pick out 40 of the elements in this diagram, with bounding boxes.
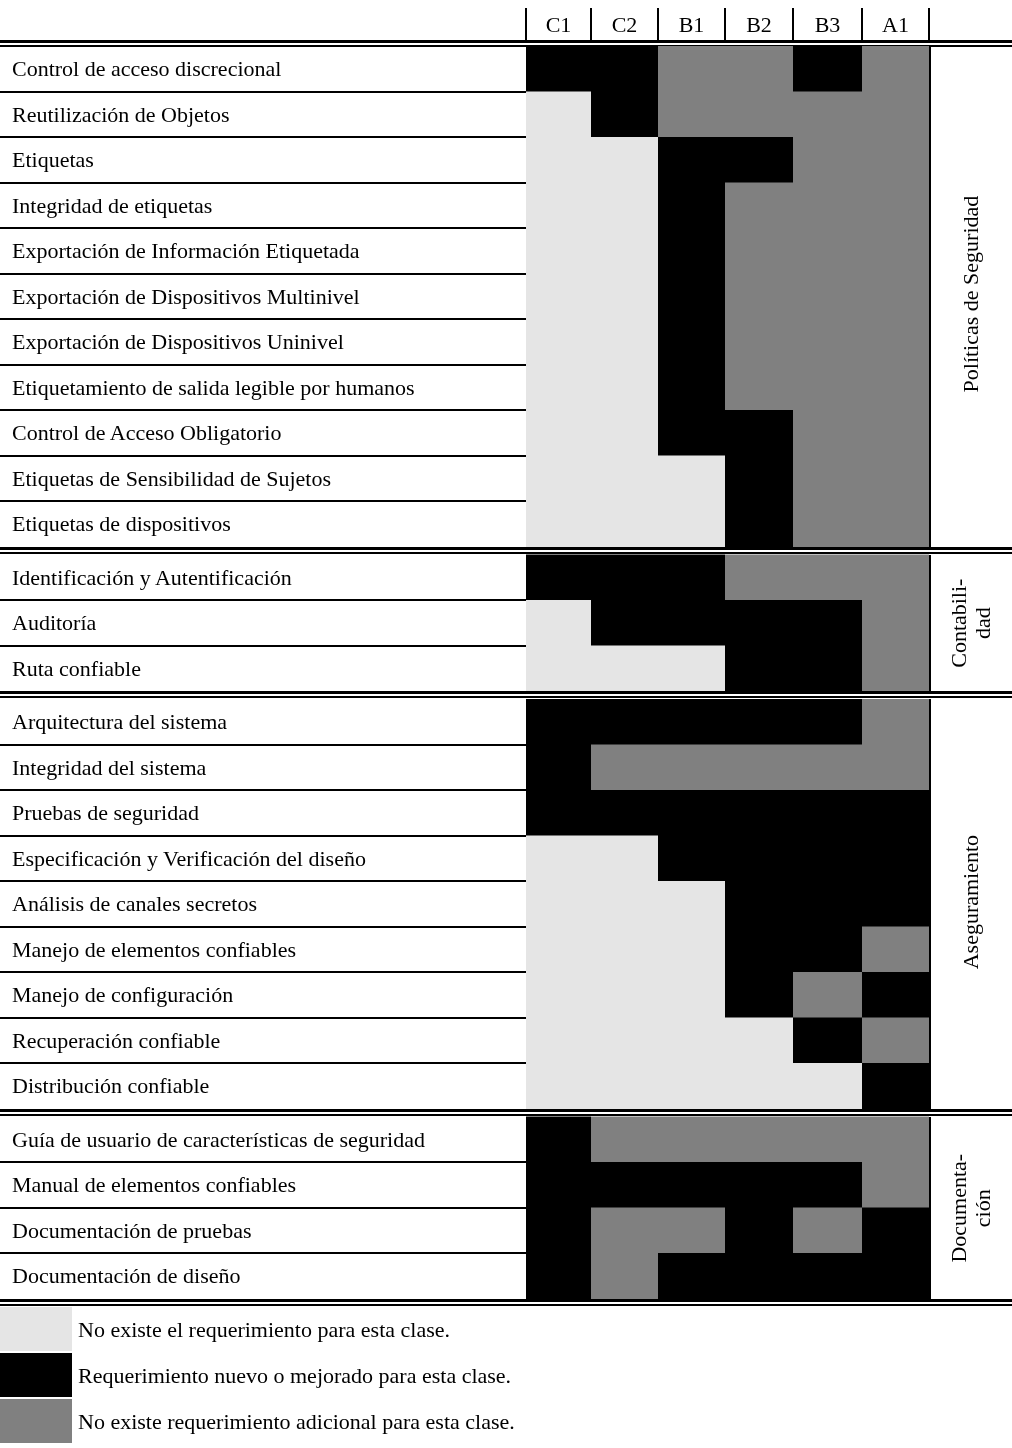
group-label: Contabili- dad [946,577,996,670]
row-label: Exportación de Información Etiquetada [12,240,360,262]
row-label: Exportación de Dispositivos Uninivel [12,331,344,353]
group-label: Documenta- ción [946,1152,996,1263]
row-label: Pruebas de seguridad [12,802,199,824]
column-header: A1 [882,14,909,36]
column-header: B3 [814,14,841,36]
legend-text: Requerimiento nuevo o mejorado para esta clase. [78,1364,512,1387]
row-label: Auditoría [12,612,97,634]
row-label: Integridad de etiquetas [12,194,213,217]
row-label: Exportación de Dispositivos Multinivel [12,285,360,308]
row-label: Documentación de pruebas [12,1219,252,1242]
row-label: Arquitectura del sistema [12,711,228,733]
row-label: Control de Acceso Obligatorio [12,422,282,444]
row-label: Ruta confiable [12,657,141,680]
row-label: Manual de elementos confiables [12,1174,297,1196]
row-label: Reutilización de Objetos [12,103,230,126]
column-header: B2 [746,14,772,36]
column-header: B1 [678,14,705,36]
group-label: Políticas de Seguridad [958,194,984,395]
row-label: Etiquetas de Sensibilidad de Sujetos [12,467,331,490]
column-header: C1 [545,14,572,36]
row-label: Especificación y Verificación del diseño [12,847,366,870]
row-label: Guía de usuario de características de seguridad [12,1128,425,1151]
row-label: Control de acceso discrecional [12,58,282,80]
row-label: Recuperación confiable [12,1029,221,1052]
row-label: Integridad del sistema [12,756,207,779]
legend-text: No existe requerimiento adicional para esta clase. [78,1410,515,1433]
row-label: Manejo de configuración [12,984,234,1006]
row-label: Etiquetas de dispositivos [12,513,231,535]
legend-text: No existe el requerimiento para esta clase. [78,1318,450,1341]
row-label: Distribución confiable [12,1075,210,1097]
row-label: Documentación de diseño [12,1265,241,1287]
row-label: Identificación y Autentificación [12,566,292,589]
row-label: Manejo de elementos confiables [12,938,297,961]
row-label: Etiquetamiento de salida legible por humanos [12,376,415,399]
row-label: Análisis de canales secretos [12,893,257,915]
column-header: C2 [611,14,638,36]
group-label: Aseguramiento [958,833,984,972]
row-label: Etiquetas [12,149,94,171]
